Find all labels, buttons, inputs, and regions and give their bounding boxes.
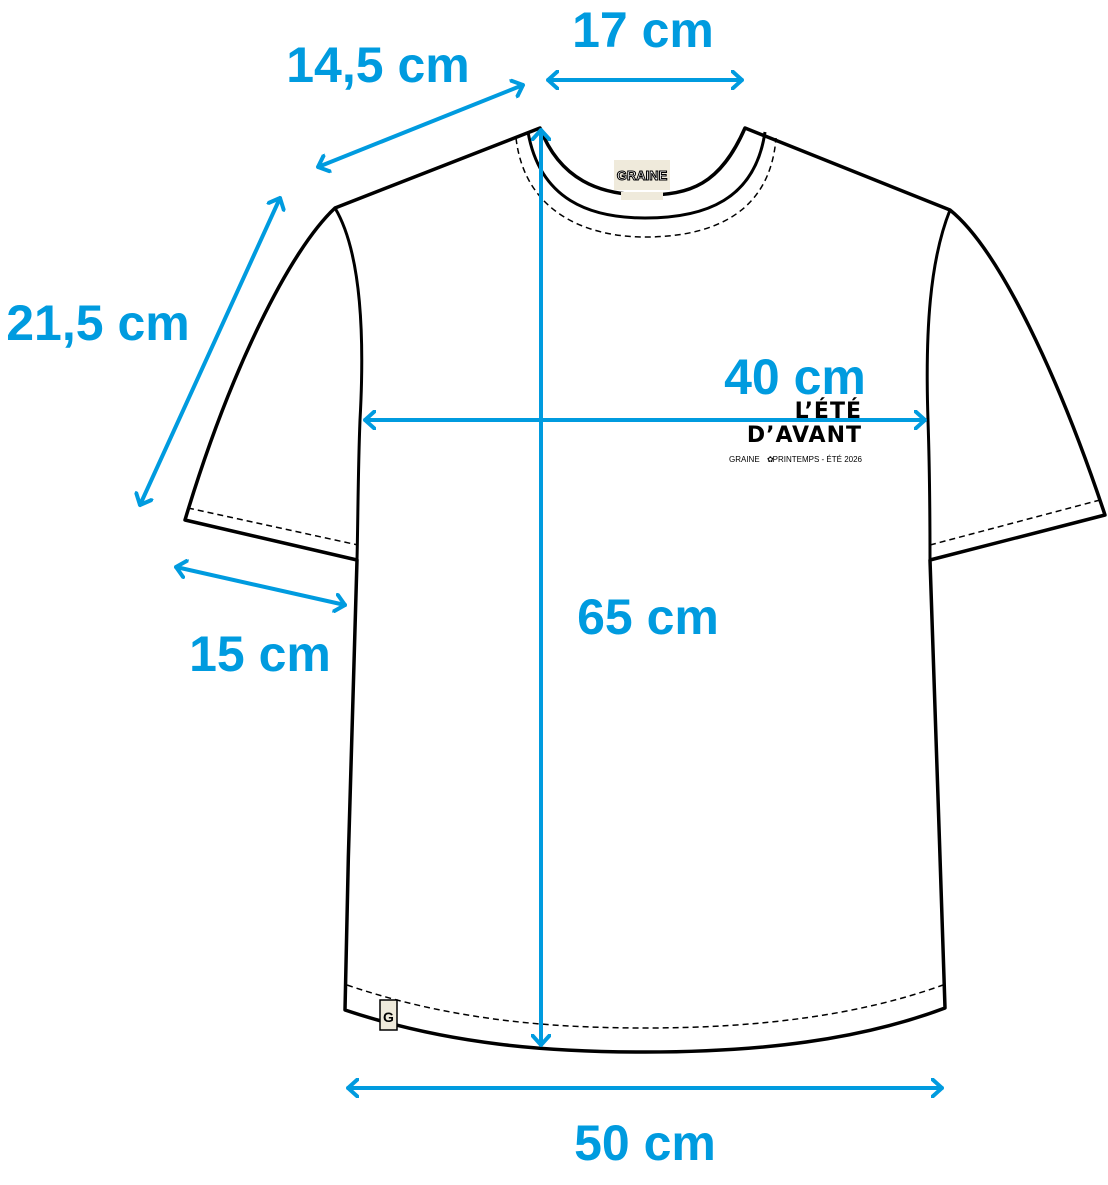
shoulder-arrow <box>316 85 525 167</box>
print-line2: D’AVANT <box>747 423 862 448</box>
print-tagline-right: PRINTEMPS - ÉTÉ 2026 <box>773 455 863 464</box>
neck-label-brand: GRAINE <box>617 168 668 183</box>
bottom-hem-seam <box>346 984 944 1029</box>
hem-width-label: 50 cm <box>574 1115 716 1171</box>
body-length-label: 65 cm <box>577 589 719 645</box>
print-tagline-left: GRAINE <box>729 455 760 464</box>
shoulder-label: 14,5 cm <box>286 37 469 93</box>
neck-label: GRAINE <box>614 160 670 200</box>
left-armhole-seam <box>333 207 364 561</box>
sleeve-opening-arrow <box>174 567 347 605</box>
hem-tag: G <box>379 999 398 1031</box>
tshirt-outline <box>183 126 1107 1054</box>
left-sleeve-hem-seam <box>187 507 359 546</box>
flower-icon: ✿ <box>767 455 774 464</box>
sleeve-opening-label: 15 cm <box>189 626 331 682</box>
hem-tag-letter: G <box>383 1009 394 1025</box>
sleeve-length-arrow <box>140 196 280 507</box>
chest-width-label: 40 cm <box>724 349 866 405</box>
right-armhole-seam <box>925 209 952 561</box>
sleeve-length-label: 21,5 cm <box>6 295 189 351</box>
collar-width-label: 17 cm <box>572 2 714 58</box>
